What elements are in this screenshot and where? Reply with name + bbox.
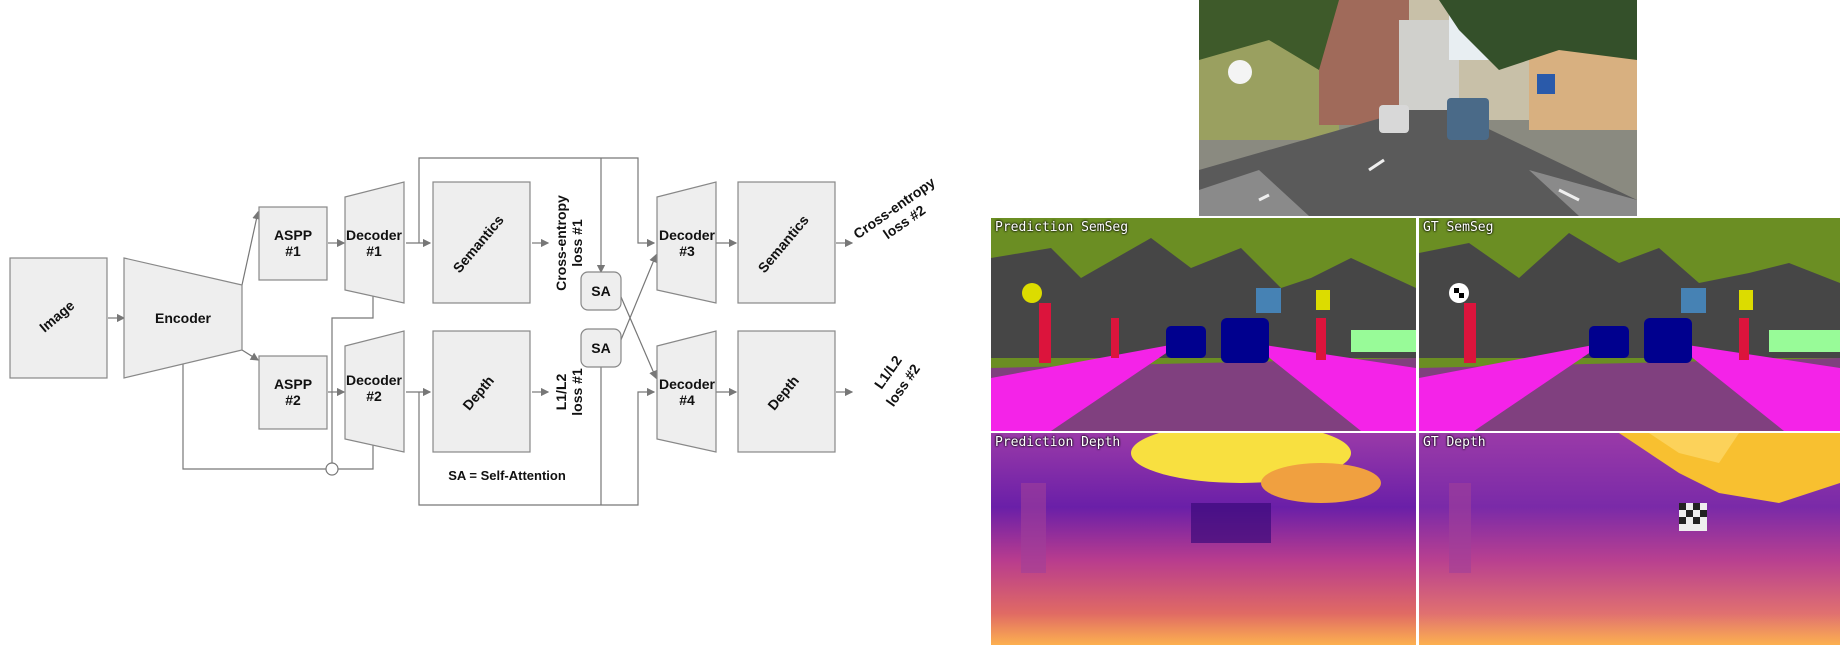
sa1-block [580,271,622,311]
gt-semseg-label: GT SemSeg [1423,220,1494,235]
gt-semseg-image [1419,218,1840,431]
connections [108,157,854,506]
l1-loss1-line2: loss #1 [569,368,585,416]
sa1-label: SA [591,283,610,299]
decoder4-block [656,330,717,453]
pred-depth-label: Prediction Depth [995,435,1121,450]
decoder1-label: Decoder [346,227,403,243]
rgb-image-panel [1199,0,1637,216]
gt-semseg-panel: GT SemSeg [1419,218,1840,431]
decoder2-label: Decoder [346,372,403,388]
aspp2-block [258,355,328,430]
depth1-block [432,330,531,453]
ce-loss1-line1: Cross-entropy [553,195,569,291]
encoder-block [123,257,243,379]
decoder3-number: #3 [679,243,695,259]
aspp1-label: ASPP [274,227,312,243]
decoder3-label: Decoder [659,227,716,243]
decoder2-block [344,330,405,453]
aspp2-label: ASPP [274,376,312,392]
decoder1-number: #1 [366,243,382,259]
gt-depth-image [1419,433,1840,645]
semantics1-block [432,181,531,304]
pred-semseg-panel: Prediction SemSeg [991,218,1416,431]
architecture-diagram: Image Encoder ASPP #1 ASPP #2 Decoder #1… [9,157,938,506]
aspp1-block [258,206,328,281]
gt-depth-label: GT Depth [1423,435,1486,450]
pred-depth-panel: Prediction Depth [991,433,1416,645]
sa2-block [580,328,622,368]
decoder4-number: #4 [679,392,695,408]
street-photo [1199,0,1637,216]
semantics2-block [737,181,836,304]
encoder-label: Encoder [155,310,212,326]
pred-semseg-image [991,218,1416,431]
sa2-label: SA [591,340,610,356]
decoder4-label: Decoder [659,376,716,392]
pred-depth-image [991,433,1416,645]
sa-legend: SA = Self-Attention [448,468,566,483]
image-block [9,257,108,379]
aspp2-number: #2 [285,392,301,408]
decoder3-block [656,181,717,304]
depth2-block [737,330,836,453]
decoder2-number: #2 [366,388,382,404]
aspp1-number: #1 [285,243,301,259]
ce-loss1-line2: loss #1 [569,219,585,267]
l1-loss1-line1: L1/L2 [553,374,569,411]
decoder1-block [344,181,405,304]
gt-depth-panel: GT Depth [1419,433,1840,645]
pred-semseg-label: Prediction SemSeg [995,220,1129,235]
